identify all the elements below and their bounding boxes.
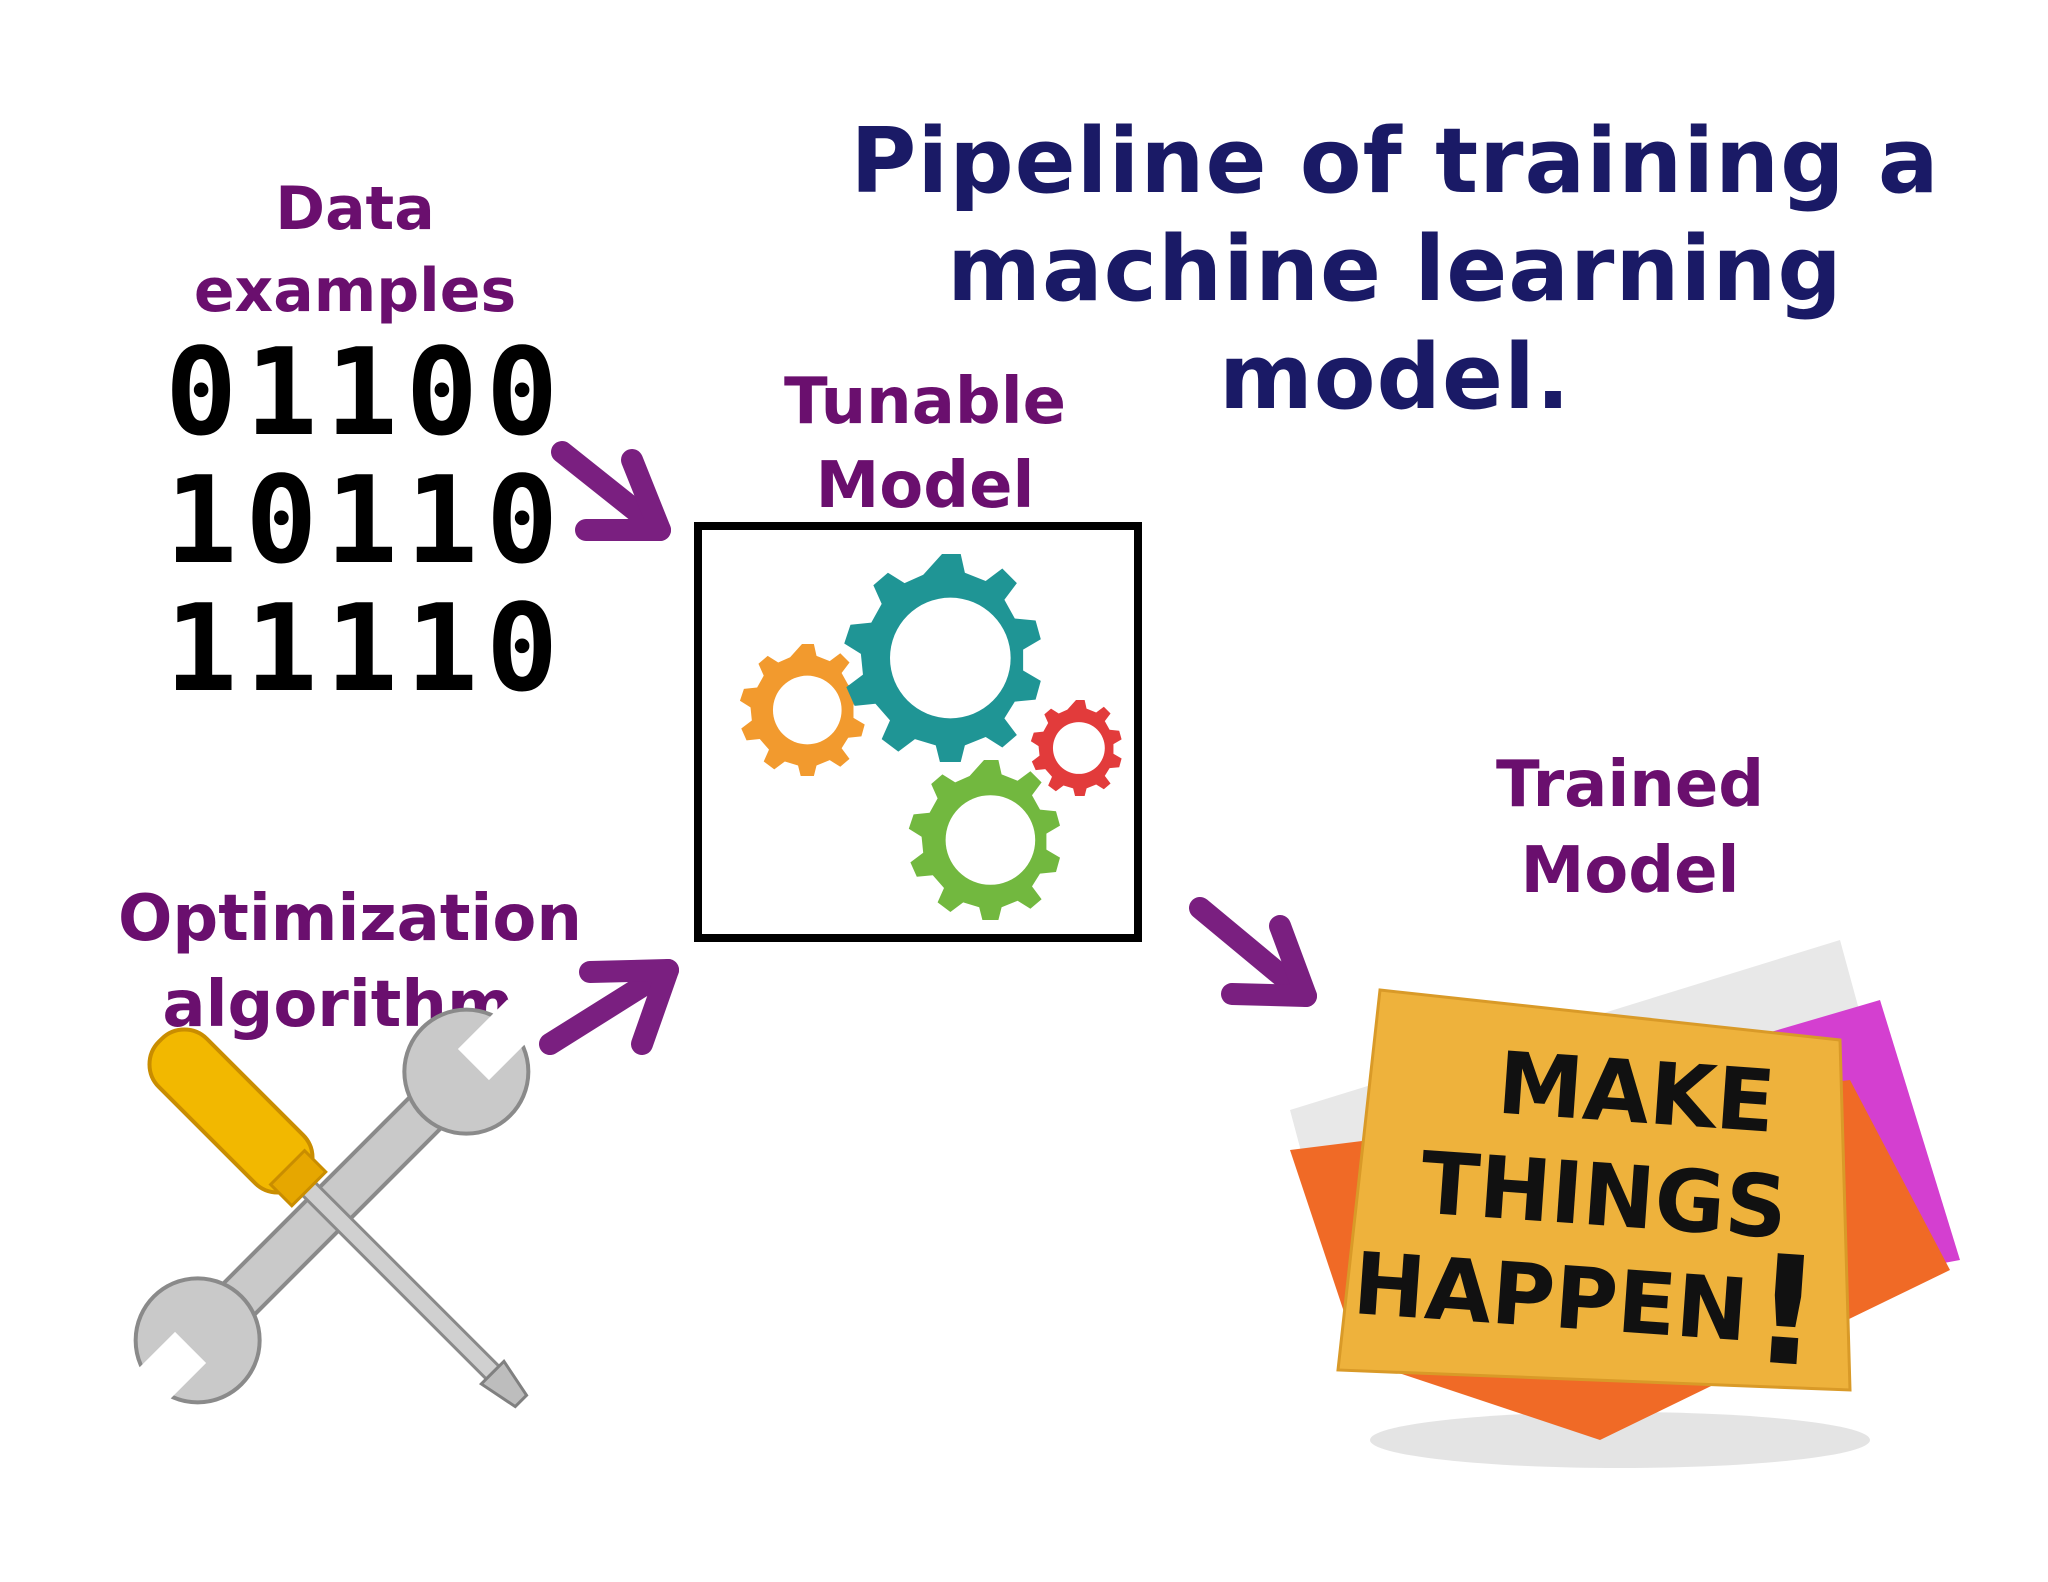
diagram-title: Pipeline of training a machine learning … (820, 108, 1970, 432)
data-examples-label-line-1: Data (275, 174, 435, 244)
red-gear (1030, 700, 1122, 796)
data-examples-label-line-2: examples (193, 256, 517, 326)
tunable-model-label: Tunable Model (760, 360, 1090, 528)
title-line-1: Pipeline of training a (850, 109, 1940, 214)
tunable-model-box (694, 522, 1142, 942)
sticky-notes-icon (1290, 940, 1960, 1468)
sticky-note-exclaim: ! (1747, 1223, 1827, 1401)
arrow-model-to-trained (1189, 897, 1317, 1007)
sticky-note-line-1: MAKE (1494, 1034, 1778, 1153)
tunable-model-label-line-2: Model (815, 449, 1035, 523)
green-gear (908, 760, 1060, 920)
binary-row-3: 11110 (165, 580, 567, 719)
tunable-model-label-line-1: Tunable (783, 365, 1067, 439)
binary-row-2: 10110 (165, 452, 567, 591)
data-examples-label: Data examples (190, 168, 520, 332)
arrow-data-to-model (551, 441, 671, 541)
binary-row-1: 01100 (165, 324, 567, 463)
binary-data-block: 01100 10110 11110 (165, 330, 566, 714)
trained-model-label-line-2: Model (1520, 834, 1740, 908)
trained-model-label-line-1: Trained (1495, 748, 1765, 822)
orange-gear (739, 644, 865, 776)
title-line-2: machine learning model. (947, 217, 1843, 430)
trained-model-label: Trained Model (1470, 742, 1790, 914)
wrench-screwdriver-icon (125, 999, 539, 1413)
gears-icon (739, 554, 1122, 920)
arrow-optimization-to-model (539, 959, 679, 1055)
teal-gear (844, 554, 1041, 762)
optimization-label-line-1: Optimization (118, 882, 582, 956)
